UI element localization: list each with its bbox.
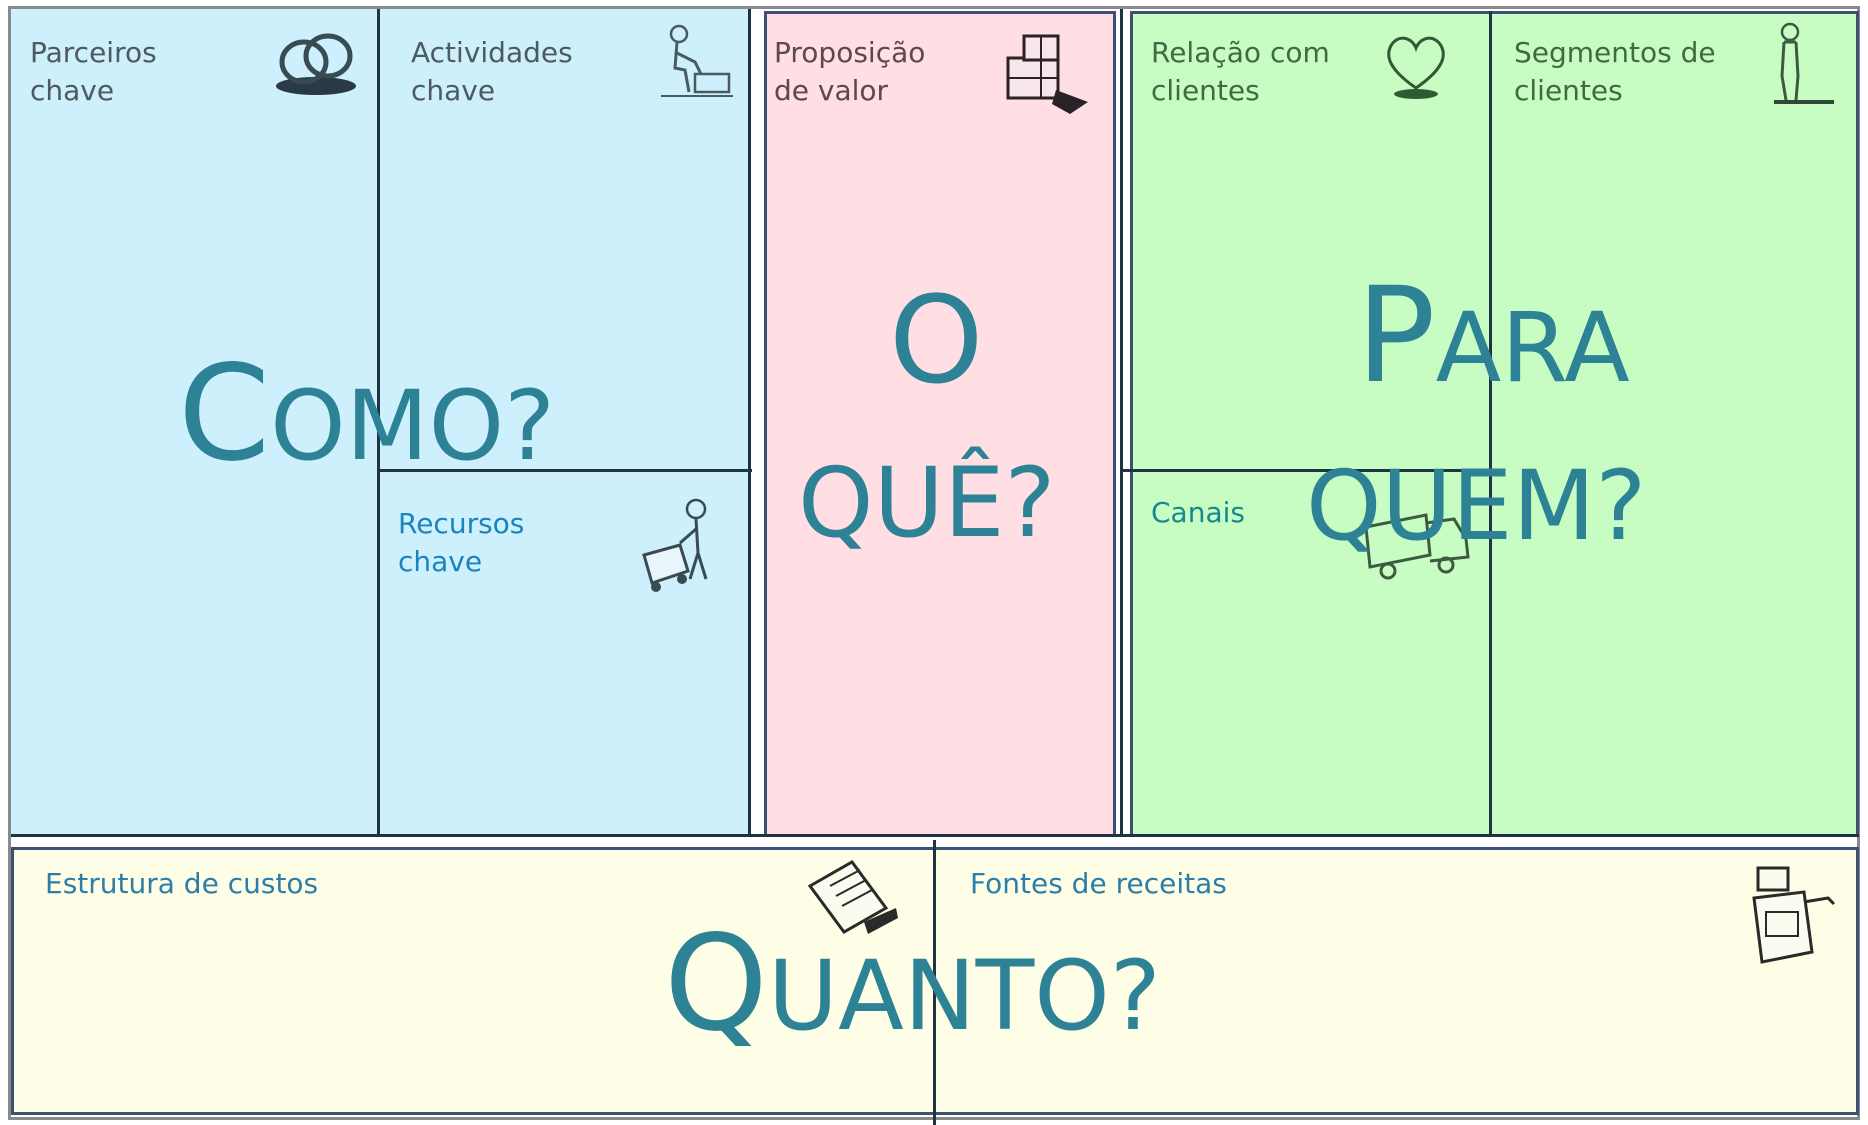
channels-title: Canais <box>1151 496 1245 529</box>
heart-icon <box>1380 30 1452 102</box>
value-proposition-title: Proposição de valor <box>774 36 926 107</box>
cash-register-icon <box>1748 862 1838 972</box>
revenue-streams-title: Fontes de receitas <box>970 867 1227 900</box>
question-how-initial: C <box>178 337 271 491</box>
delivery-truck-icon <box>1360 505 1470 585</box>
person-icon <box>1768 22 1838 108</box>
key-activities-title: Actividades chave <box>411 36 573 107</box>
question-what-line1: O <box>889 272 984 411</box>
divider-activities-value <box>748 9 751 836</box>
worker-with-cart-icon <box>640 495 730 595</box>
question-for-whom-line1: PARA <box>1356 270 1630 402</box>
question-for-whom-line2: QUEM? <box>1306 450 1647 562</box>
question-what-line2: QUÊ? <box>798 447 1056 559</box>
question-for-whom-initial: P <box>1356 259 1436 413</box>
divider-activities-resources <box>380 469 752 472</box>
question-how-much-rest: UANTO? <box>767 940 1161 1052</box>
worker-icon <box>655 22 735 102</box>
center-section-background <box>764 11 1116 837</box>
question-how-much-initial: Q <box>664 907 768 1061</box>
question-for-whom-rest: ARA <box>1435 292 1630 404</box>
key-resources-title: Recursos chave <box>398 507 525 578</box>
cost-structure-title: Estrutura de custos <box>45 867 319 900</box>
gift-boxes-icon <box>1000 28 1096 116</box>
receipt-papers-icon <box>800 858 904 942</box>
divider-relationships-segments <box>1489 11 1492 837</box>
question-how-much: QUANTO? <box>664 918 1161 1050</box>
question-how: COMO? <box>178 348 555 480</box>
customer-relationships-title: Relação com clientes <box>1151 36 1330 107</box>
right-section-background <box>1130 11 1859 837</box>
left-section-background <box>11 9 751 836</box>
key-partners-title: Parceiros chave <box>30 36 157 107</box>
divider-partners-activities <box>377 9 380 836</box>
divider-costs-revenues <box>933 840 936 1125</box>
question-how-rest: OMO? <box>270 370 556 482</box>
customer-segments-title: Segmentos de clientes <box>1514 36 1716 107</box>
divider-relationships-channels <box>1120 469 1490 472</box>
divider-top-bottom <box>11 834 1859 837</box>
rings-icon <box>270 28 362 100</box>
divider-value-right <box>1120 9 1123 836</box>
